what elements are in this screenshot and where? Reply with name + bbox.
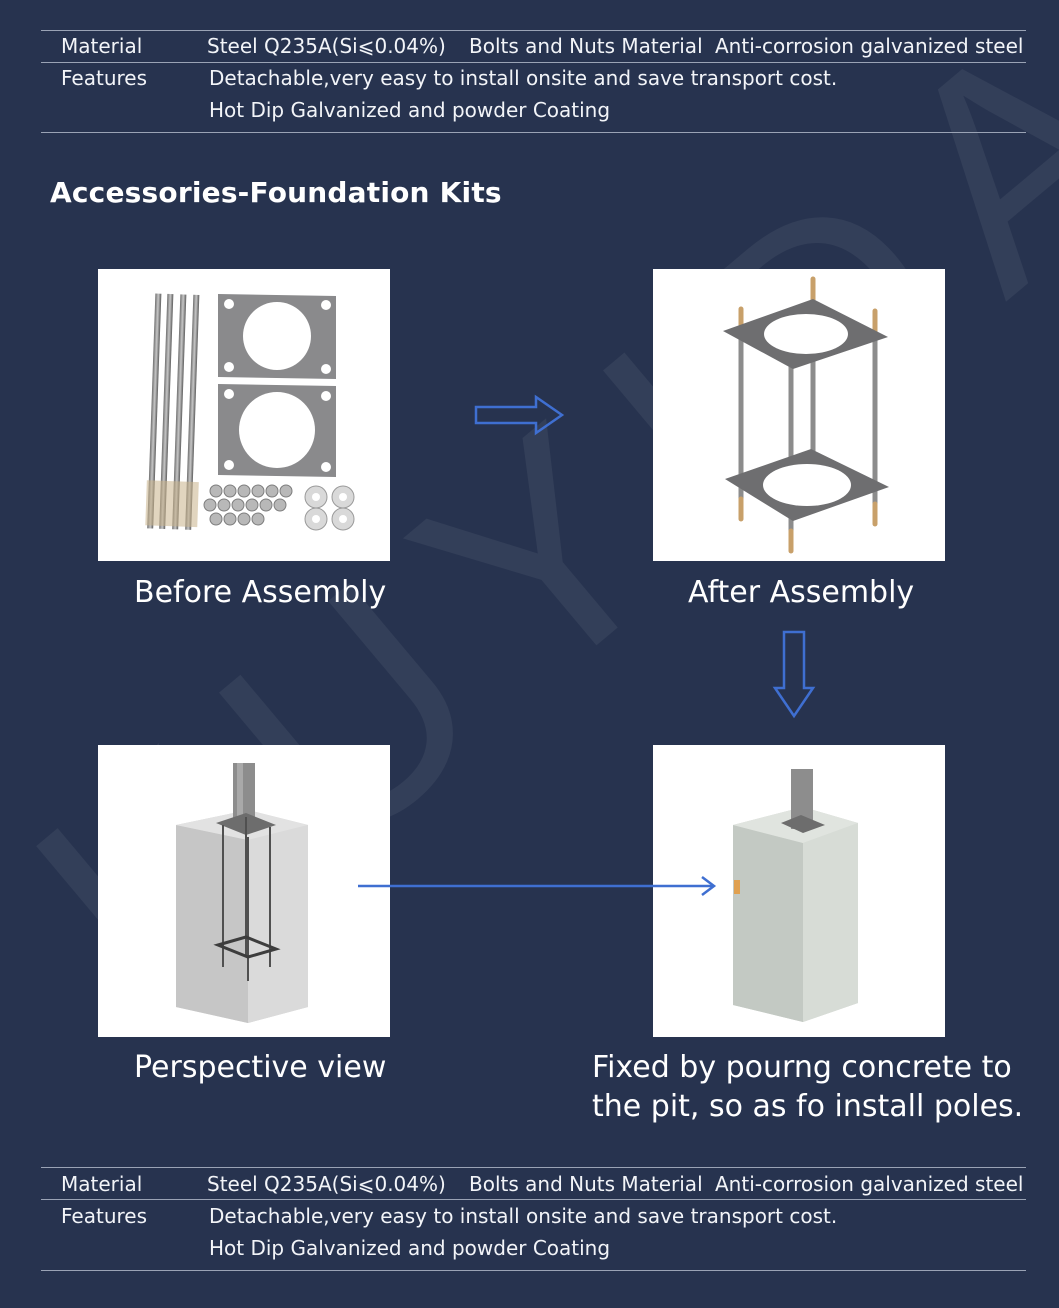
- bolts-label: Bolts and Nuts Material: [469, 1172, 703, 1196]
- material-label: Material: [61, 34, 143, 58]
- after-assembly-image: [653, 269, 945, 561]
- feature-line-1: Detachable,very easy to install onsite a…: [209, 1204, 838, 1228]
- divider: [41, 1270, 1026, 1271]
- feature-line-2: Hot Dip Galvanized and powder Coating: [209, 98, 611, 122]
- feature-line-2: Hot Dip Galvanized and powder Coating: [209, 1236, 611, 1260]
- caption-after-assembly: After Assembly: [688, 575, 915, 610]
- caption-perspective-view: Perspective view: [134, 1050, 387, 1085]
- feature-line-1: Detachable,very easy to install onsite a…: [209, 66, 838, 90]
- arrow-long-right-icon: [358, 876, 717, 896]
- bolts-value: Anti-corrosion galvanized steel: [715, 1172, 1024, 1196]
- arrow-down-icon: [772, 630, 816, 719]
- divider: [41, 62, 1026, 63]
- features-label: Features: [61, 1204, 147, 1228]
- caption-fixed-line-1: Fixed by pourng concrete to: [592, 1050, 1012, 1085]
- section-title: Accessories-Foundation Kits: [50, 176, 502, 209]
- bolts-value: Anti-corrosion galvanized steel: [715, 34, 1024, 58]
- caption-before-assembly: Before Assembly: [134, 575, 387, 610]
- divider: [41, 30, 1026, 31]
- perspective-view-image: [98, 745, 390, 1037]
- concrete-fixed-image: [653, 745, 945, 1037]
- divider: [41, 1199, 1026, 1200]
- material-label: Material: [61, 1172, 143, 1196]
- material-value: Steel Q235A(Si⩽0.04%): [207, 1172, 446, 1196]
- features-label: Features: [61, 66, 147, 90]
- caption-fixed-line-2: the pit, so as fo install poles.: [592, 1089, 1024, 1124]
- before-assembly-image: [98, 269, 390, 561]
- divider: [41, 132, 1026, 133]
- spec-table-top: Material Steel Q235A(Si⩽0.04%) Bolts and…: [41, 30, 1026, 134]
- spec-table-bottom: Material Steel Q235A(Si⩽0.04%) Bolts and…: [41, 1167, 1026, 1273]
- arrow-right-icon: [474, 394, 565, 436]
- bolts-label: Bolts and Nuts Material: [469, 34, 703, 58]
- divider: [41, 1167, 1026, 1168]
- material-value: Steel Q235A(Si⩽0.04%): [207, 34, 446, 58]
